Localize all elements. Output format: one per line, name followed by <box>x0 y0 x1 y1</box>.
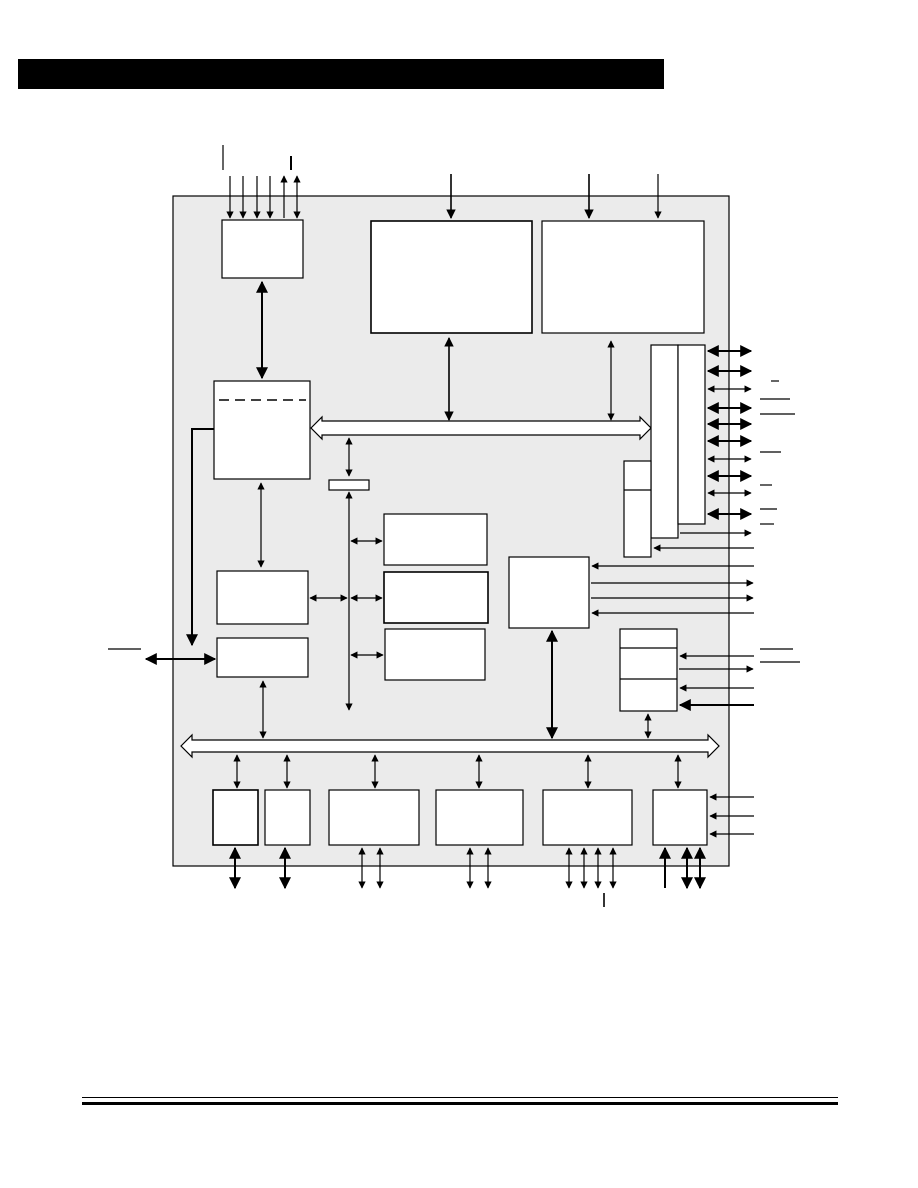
port-column-1 <box>650 344 679 539</box>
mid-block-1 <box>383 513 488 566</box>
header-bar <box>18 59 664 89</box>
control-block <box>508 556 590 629</box>
port-column-3 <box>623 460 652 558</box>
peripheral-2 <box>264 789 311 846</box>
left-low-block <box>216 637 309 678</box>
latch-block <box>328 479 370 491</box>
port-column-2 <box>677 344 706 525</box>
peripheral-3 <box>328 789 420 846</box>
peripheral-bus-links <box>233 754 682 789</box>
lower-bus <box>180 733 720 759</box>
mid-block-links <box>309 537 384 659</box>
peripheral-6 <box>652 789 708 846</box>
footer-rule-thick <box>82 1102 838 1105</box>
right-port-pins <box>653 345 754 552</box>
cpu-side-path <box>186 428 214 647</box>
peripheral-1 <box>212 789 259 846</box>
top-left-pins <box>222 145 301 219</box>
right-port-overbars <box>760 380 795 525</box>
stacked-block-pins <box>678 648 800 711</box>
top-right-block <box>541 220 705 334</box>
cpu-block <box>213 380 311 480</box>
top-middle-block <box>370 220 533 334</box>
mid-block-3 <box>384 628 486 681</box>
peripheral-5 <box>542 789 633 846</box>
stacked-right-block <box>619 628 678 712</box>
top-left-block <box>221 219 304 279</box>
peripheral-4 <box>435 789 524 846</box>
bottom-external-pins <box>229 846 706 907</box>
control-block-pins <box>591 562 754 617</box>
footer-rule-thin <box>82 1097 838 1098</box>
mid-block-2 <box>383 571 489 624</box>
left-mid-block <box>216 570 309 625</box>
peripheral-6-side-pins <box>709 793 754 838</box>
